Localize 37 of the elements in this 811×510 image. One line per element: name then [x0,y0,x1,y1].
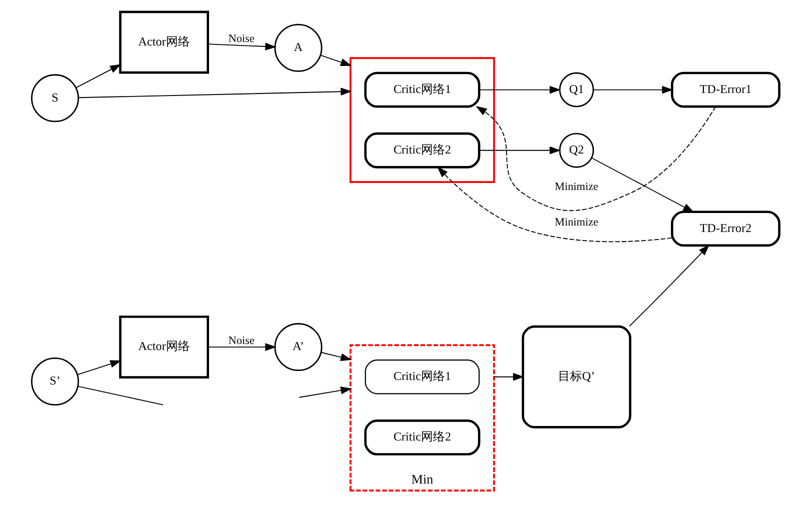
node-box: TD-Error1 [670,72,780,108]
node-box: 目标Q’ [522,325,632,428]
cluster [350,57,495,183]
arrow [208,42,276,50]
arrow [208,343,276,351]
arrow [437,166,672,242]
arrow [298,386,352,398]
node-box: Critic网络1 [364,360,480,394]
node-circle: A [274,24,322,72]
arrow [479,86,561,94]
edge-label: Noise [228,32,254,45]
node-box: Actor网络 [119,10,210,74]
arrow [593,86,674,94]
arrow [629,244,710,327]
node-circle: A’ [274,323,322,372]
connector [77,386,164,406]
node-circle: Q1 [559,72,594,108]
node-box: Actor网络 [119,316,210,378]
arrow [476,106,716,211]
edge-label: Minimize [554,216,598,228]
arrow [78,88,352,98]
arrow [494,372,524,381]
node-circle: S [31,74,80,122]
arrow [479,146,561,154]
arrow [76,64,122,88]
node-box: Critic网络2 [364,132,480,168]
arrow [320,54,352,66]
arrow [591,157,694,212]
node-box: TD-Error2 [670,210,780,247]
edge-label: Minimize [554,181,598,194]
arrow [320,352,352,362]
node-box: Critic网络1 [364,72,480,108]
arrow [76,360,122,376]
node-circle: S’ [31,358,80,406]
edge-label: Noise [228,334,254,347]
node-circle: Q2 [559,132,594,168]
node-box: Critic网络2 [364,420,480,456]
